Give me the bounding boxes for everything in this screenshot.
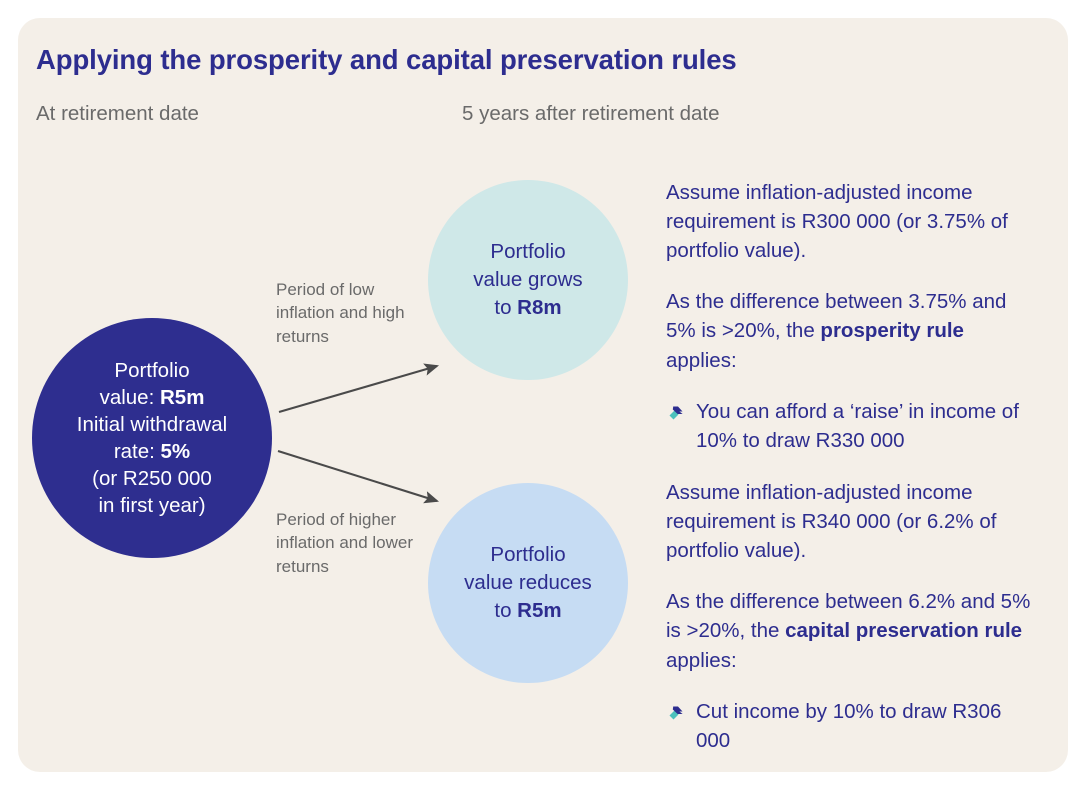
grow-line-3-prefix: to — [494, 295, 518, 319]
preservation-rule-text-before: As the difference between 6.2% and 5% is… — [666, 590, 1031, 643]
reduce-line-1: Portfolio — [490, 543, 566, 567]
start-line-4-value: 5% — [160, 440, 191, 463]
grow-line-2: value grows — [473, 268, 583, 292]
prosperity-bullet-item: You can afford a ‘raise’ in income of 10… — [666, 397, 1038, 455]
start-line-5: (or R250 000 — [92, 467, 212, 491]
reduce-portfolio-circle: Portfolio value reduces to R5m — [428, 483, 628, 683]
reduce-line-3-prefix: to — [494, 598, 518, 622]
preservation-rule-text-after: applies: — [666, 648, 737, 672]
grow-line-1: Portfolio — [490, 240, 566, 264]
start-line-2-prefix: value: — [99, 385, 160, 409]
grow-portfolio-circle: Portfolio value grows to R8m — [428, 180, 628, 380]
reduce-line-2: value reduces — [464, 571, 592, 595]
capital-preservation-rule-block: Assume inflation-adjusted income require… — [666, 478, 1038, 755]
prosperity-rule-name: prosperity rule — [820, 319, 964, 343]
arrow-label-low-inflation: Period of low inflation and high returns — [276, 280, 405, 346]
preservation-bullet-text: Cut income by 10% to draw R306 000 — [696, 699, 1002, 752]
start-portfolio-circle: Portfolio value: R5m Initial withdrawal … — [32, 318, 272, 558]
start-line-2-value: R5m — [159, 385, 205, 409]
reduce-line-3: to R5m — [428, 597, 628, 625]
preservation-rule-text: As the difference between 6.2% and 5% is… — [666, 587, 1038, 674]
column-heading-left: At retirement date — [36, 102, 199, 125]
preservation-rule-name: capital preservation rule — [785, 619, 1023, 643]
column-heading-right: 5 years after retirement date — [462, 102, 720, 125]
start-line-6: in first year) — [98, 494, 206, 518]
start-line-1: Portfolio — [114, 358, 190, 382]
preservation-assumption-text: Assume inflation-adjusted income require… — [666, 481, 997, 563]
start-line-4-prefix: rate: — [113, 440, 161, 463]
prosperity-assumption-text: Assume inflation-adjusted income require… — [666, 181, 1008, 263]
grow-line-3: to R8m — [428, 294, 628, 322]
page-title: Applying the prosperity and capital pres… — [36, 44, 737, 75]
grow-line-3-value: R8m — [517, 295, 562, 319]
prosperity-rule-text-before: As the difference between 3.75% and 5% i… — [666, 290, 1007, 343]
reduce-line-3-value: R5m — [517, 598, 562, 622]
start-line-2: value: R5m — [32, 384, 272, 411]
prosperity-rule-block: Assume inflation-adjusted income require… — [666, 178, 1038, 455]
prosperity-rule-text-after: applies: — [666, 348, 737, 372]
start-line-4: rate: 5% — [32, 438, 272, 465]
chevron-bullet-icon — [666, 703, 686, 723]
chevron-bullet-icon — [666, 403, 686, 423]
arrow-label-higher-inflation: Period of higher inflation and lower ret… — [276, 510, 414, 576]
prosperity-bullet-text: You can afford a ‘raise’ in income of 10… — [696, 399, 1019, 452]
prosperity-rule-text: As the difference between 3.75% and 5% i… — [666, 287, 1038, 374]
start-line-3: Initial withdrawal — [76, 412, 228, 436]
preservation-bullet-item: Cut income by 10% to draw R306 000 — [666, 697, 1038, 755]
